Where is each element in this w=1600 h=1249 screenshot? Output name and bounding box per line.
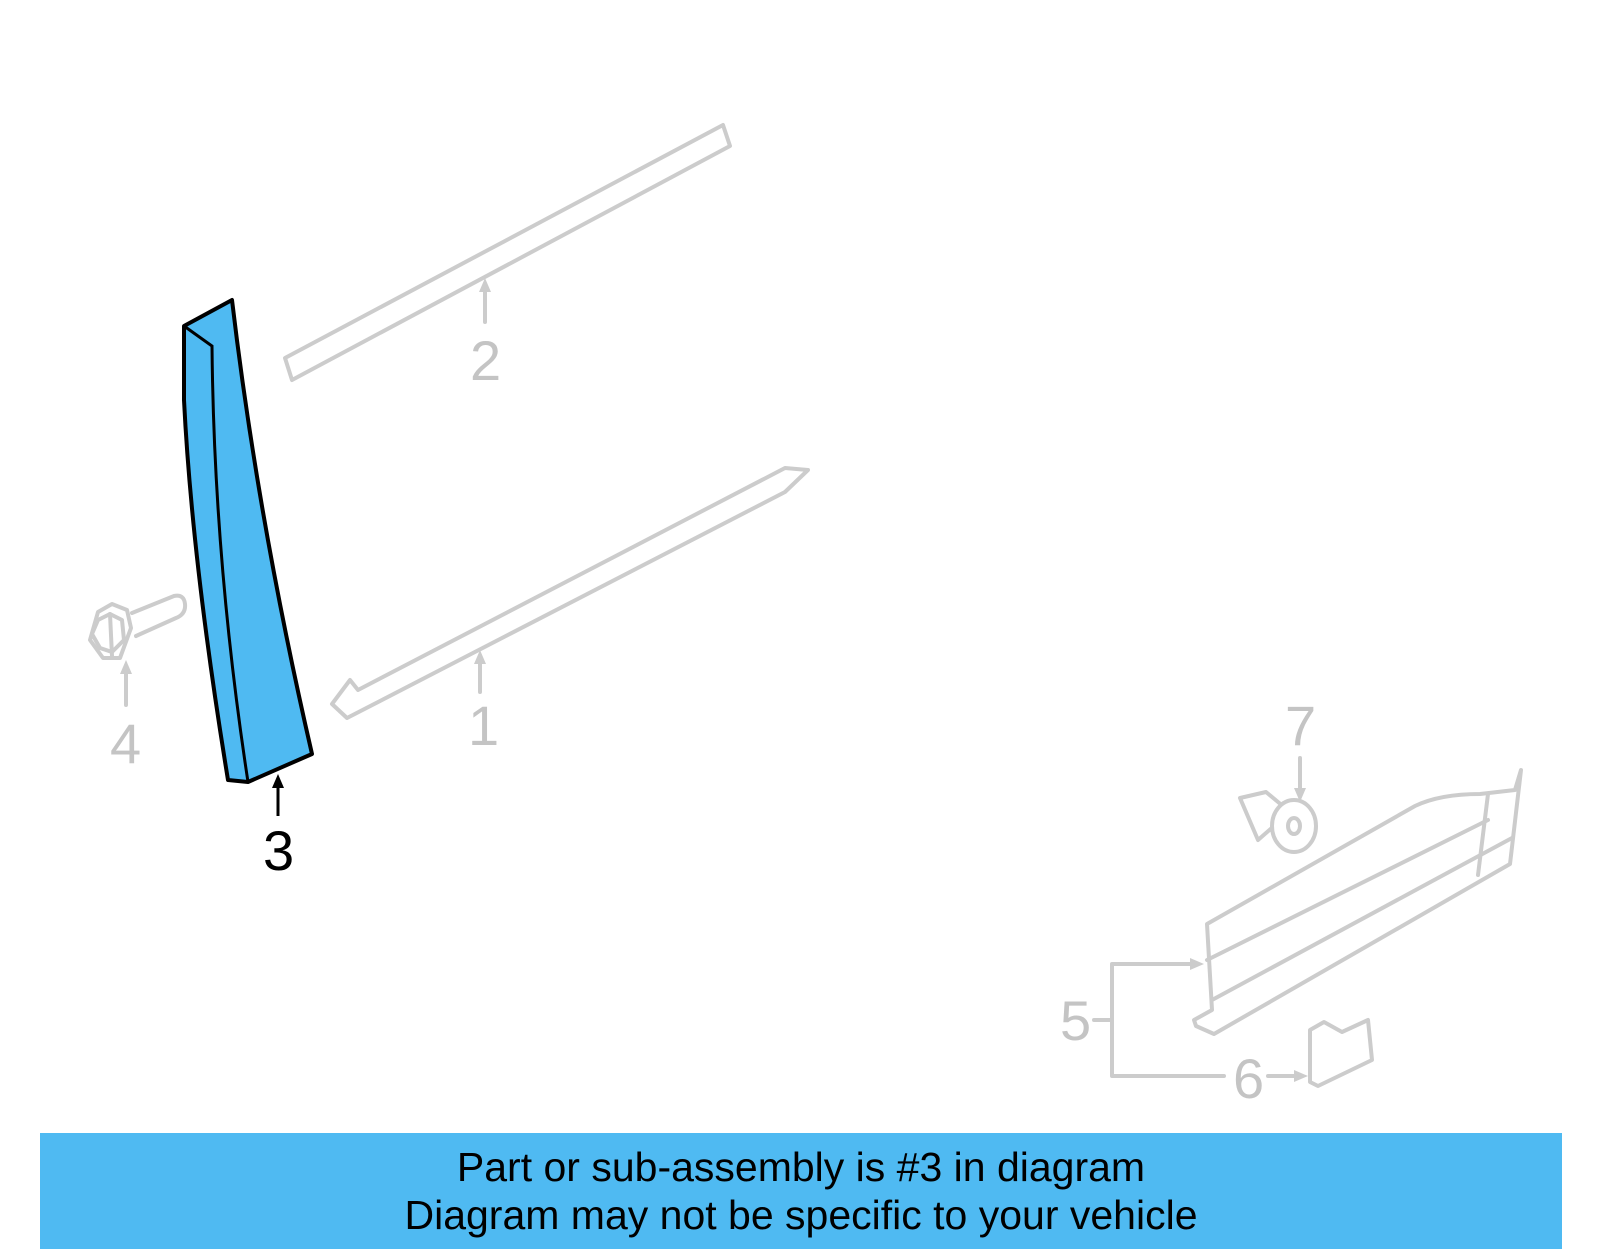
part-4-bolt[interactable] bbox=[88, 593, 188, 660]
part-5-side-garnish[interactable] bbox=[1192, 768, 1523, 1036]
banner-line-2: Diagram may not be specific to your vehi… bbox=[404, 1192, 1198, 1238]
callout-1-label[interactable]: 1 bbox=[468, 694, 499, 757]
callout-2-arrow bbox=[479, 278, 491, 324]
callout-4-label[interactable]: 4 bbox=[110, 712, 141, 775]
part-1-lower-molding[interactable] bbox=[330, 466, 810, 720]
info-banner: Part or sub-assembly is #3 in diagram Di… bbox=[40, 1133, 1562, 1249]
callout-6-label[interactable]: 6 bbox=[1233, 1047, 1264, 1110]
part-7-clip[interactable] bbox=[1238, 790, 1318, 854]
part-2-upper-molding[interactable] bbox=[283, 123, 732, 382]
callout-3-arrow bbox=[272, 774, 284, 816]
parts-diagram: 2 1 4 3 7 bbox=[88, 123, 1523, 1110]
callout-2-label[interactable]: 2 bbox=[470, 329, 501, 392]
callout-4-arrow bbox=[120, 660, 132, 707]
callout-7-arrow bbox=[1294, 756, 1306, 802]
callout-5-label[interactable]: 5 bbox=[1060, 989, 1091, 1052]
callout-5-6-bracket bbox=[1092, 958, 1308, 1082]
banner-line-1: Part or sub-assembly is #3 in diagram bbox=[456, 1144, 1146, 1190]
part-3-pillar-trim[interactable] bbox=[182, 298, 314, 784]
part-6-retainer[interactable] bbox=[1308, 1018, 1374, 1088]
callout-1-arrow bbox=[474, 650, 486, 694]
callout-7-label[interactable]: 7 bbox=[1285, 694, 1316, 757]
callout-3-label[interactable]: 3 bbox=[263, 819, 294, 882]
